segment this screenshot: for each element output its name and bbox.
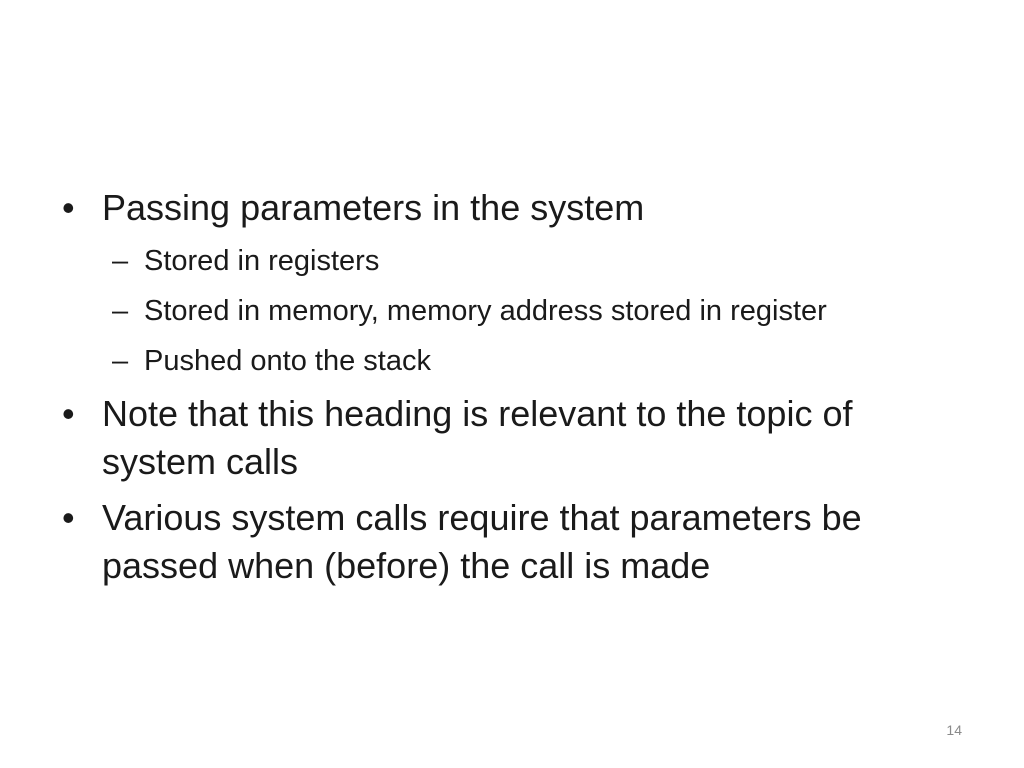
bullet-text: Passing parameters in the system bbox=[102, 187, 645, 228]
bullet-item: • Note that this heading is relevant to … bbox=[62, 390, 962, 486]
bullet-marker: • bbox=[62, 187, 75, 228]
sub-bullet-text: Stored in memory, memory address stored … bbox=[144, 295, 827, 327]
bullet-marker: • bbox=[62, 393, 75, 434]
sub-bullet-marker: – bbox=[112, 345, 129, 377]
sub-bullet-marker: – bbox=[112, 245, 129, 277]
sub-bullet-item: – Stored in memory, memory address store… bbox=[62, 290, 962, 332]
slide-number: 14 bbox=[946, 722, 962, 738]
sub-bullet-text: Stored in registers bbox=[144, 245, 380, 277]
sub-bullet-text: Pushed onto the stack bbox=[144, 345, 431, 377]
sub-bullet-item: – Pushed onto the stack bbox=[62, 340, 962, 382]
sub-bullet-item: – Stored in registers bbox=[62, 240, 962, 282]
bullet-text: Various system calls require that parame… bbox=[102, 497, 862, 586]
sub-bullet-marker: – bbox=[112, 295, 129, 327]
slide-content: • Passing parameters in the system – Sto… bbox=[62, 184, 962, 598]
bullet-item: • Various system calls require that para… bbox=[62, 494, 962, 590]
sub-bullet-list: – Stored in registers – Stored in memory… bbox=[62, 240, 962, 382]
bullet-item: • Passing parameters in the system bbox=[62, 184, 962, 232]
bullet-text: Note that this heading is relevant to th… bbox=[102, 393, 853, 482]
bullet-marker: • bbox=[62, 497, 75, 538]
